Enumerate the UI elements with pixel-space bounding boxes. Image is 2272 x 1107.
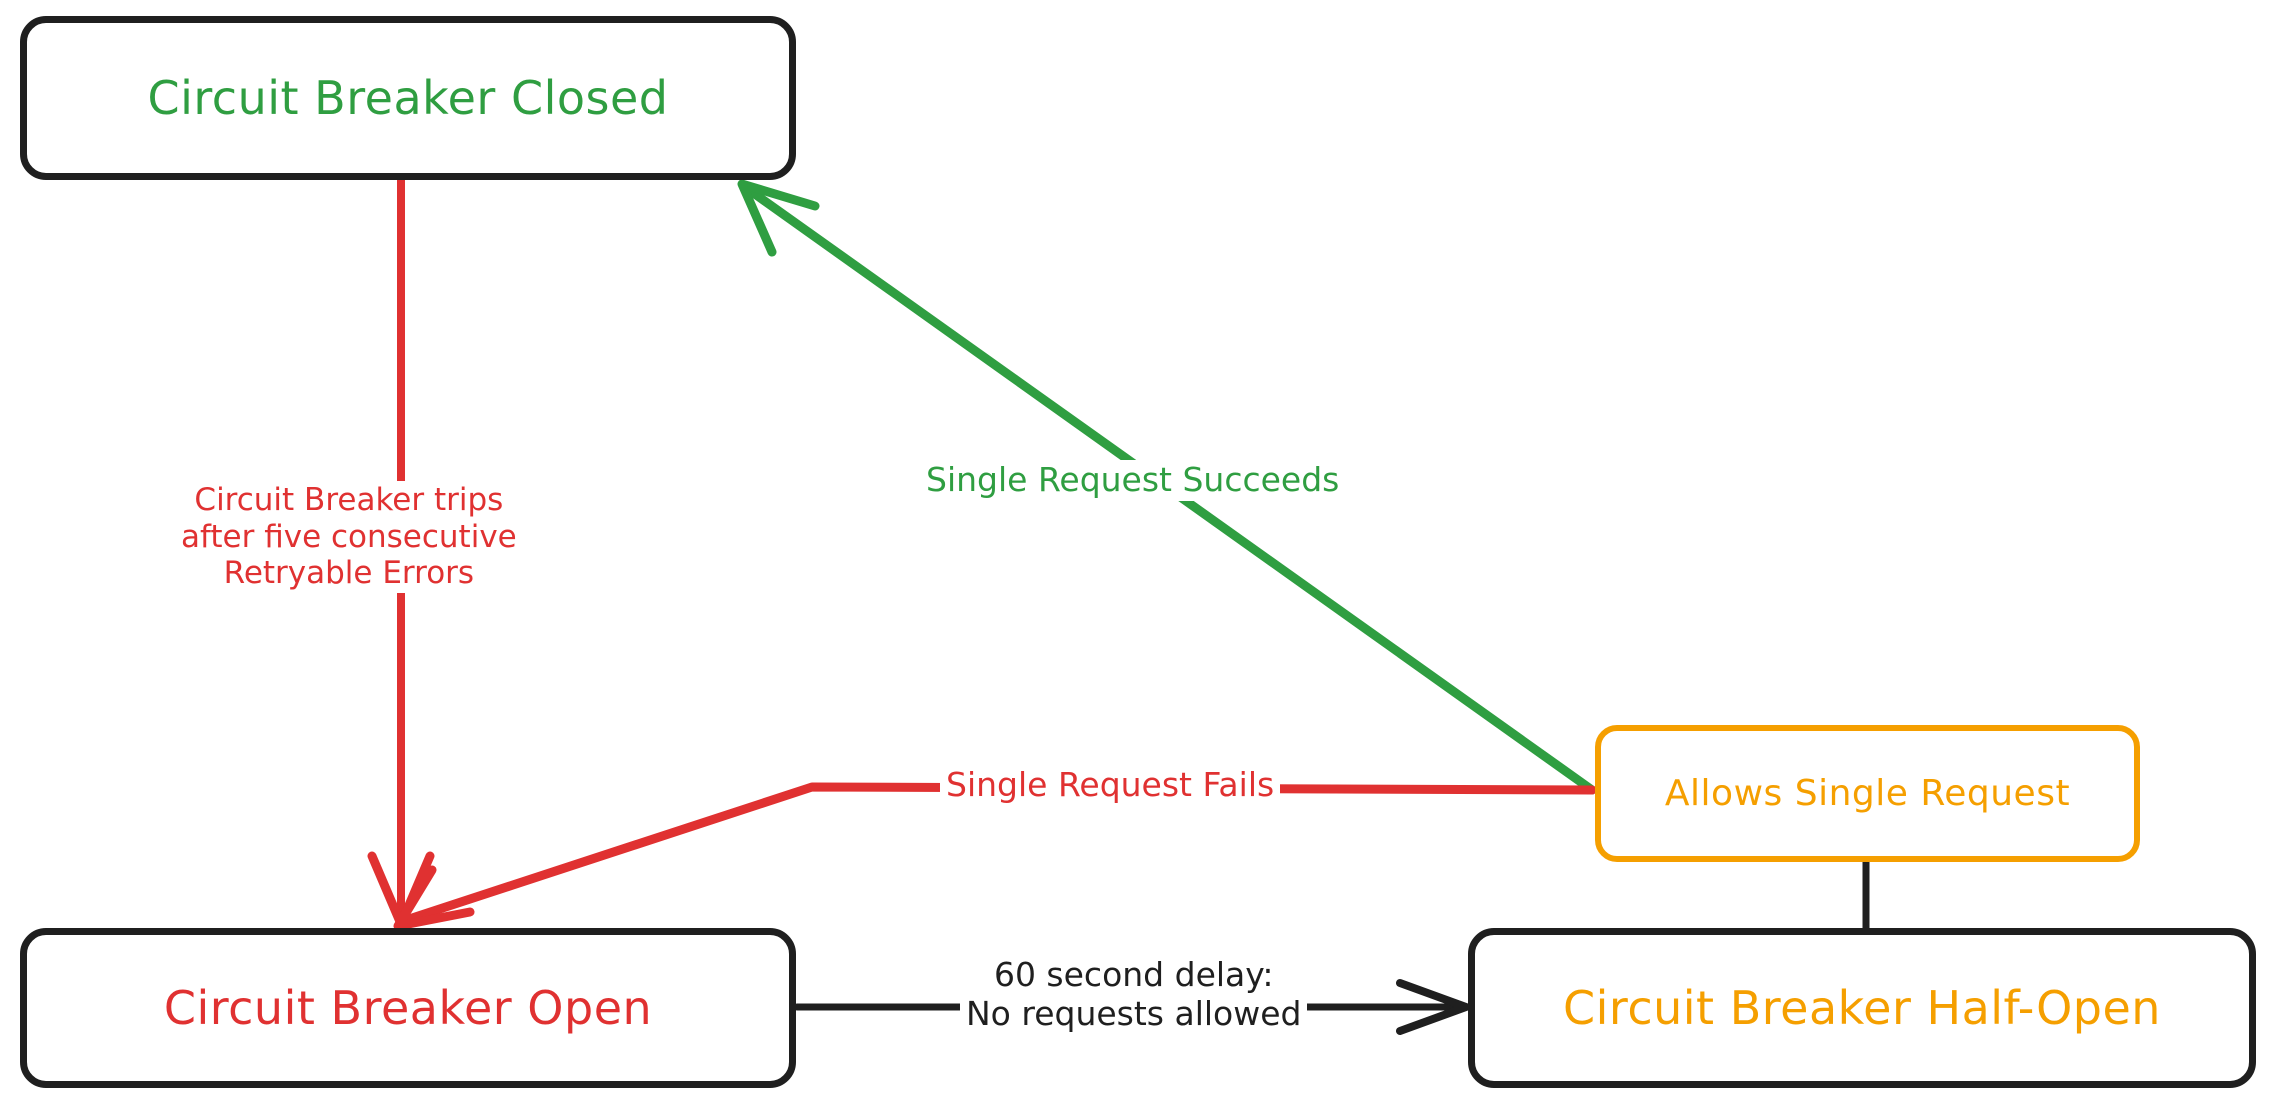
- node-label-circuit-breaker-closed: Circuit Breaker Closed: [147, 71, 669, 125]
- edge-label-circuit-breaker-trips: Circuit Breaker trips after five consecu…: [175, 481, 523, 593]
- edge-label-sixty-second-delay: 60 second delay: No requests allowed: [960, 955, 1308, 1035]
- node-label-allows-single-request: Allows Single Request: [1664, 773, 2071, 814]
- node-circuit-breaker-closed[interactable]: Circuit Breaker Closed: [20, 16, 796, 180]
- node-allows-single-request[interactable]: Allows Single Request: [1595, 725, 2140, 862]
- edge-allows-single-to-open: [393, 782, 1597, 931]
- node-circuit-breaker-half-open[interactable]: Circuit Breaker Half-Open: [1468, 928, 2256, 1088]
- node-label-circuit-breaker-half-open: Circuit Breaker Half-Open: [1563, 981, 2161, 1035]
- edge-label-single-request-fails: Single Request Fails: [940, 765, 1281, 806]
- node-label-circuit-breaker-open: Circuit Breaker Open: [163, 981, 653, 1035]
- edge-label-single-request-succeeds: Single Request Succeeds: [920, 460, 1346, 501]
- node-circuit-breaker-open[interactable]: Circuit Breaker Open: [20, 928, 796, 1088]
